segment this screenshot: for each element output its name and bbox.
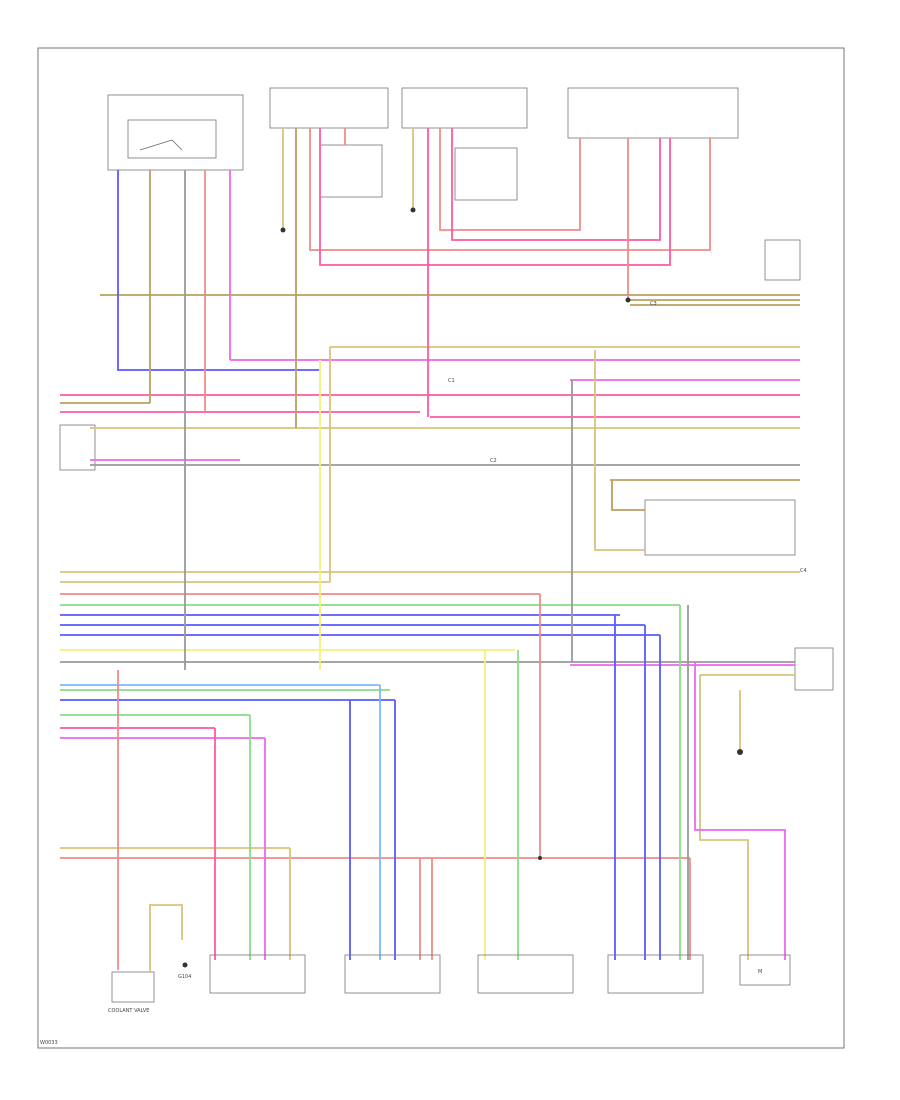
splice-dot-2 [410, 207, 416, 213]
connector-label-c1: C1 [448, 378, 455, 384]
component-box-fuse-block [567, 87, 739, 139]
component-sensor-2 [344, 954, 441, 994]
component-box-module-2 [401, 87, 528, 129]
coolant-valve-label: COOLANT VALVE [108, 1008, 149, 1014]
splice-dot-1 [280, 227, 286, 233]
component-box-top-left [107, 94, 244, 171]
component-box-module-1-sub [319, 144, 383, 198]
splice-dot-5 [538, 856, 542, 860]
component-box-right-mid [644, 499, 796, 556]
component-box-module-2-sub [454, 147, 518, 201]
diagram-border [37, 47, 845, 1049]
ground-label: G104 [178, 974, 191, 980]
splice-dot-3 [625, 297, 631, 303]
component-pump [739, 954, 791, 986]
coolant-valve-feed [149, 904, 183, 972]
vertical-wires [117, 128, 786, 970]
harness-lower-horizontal [60, 684, 690, 859]
switch-symbol [139, 139, 183, 151]
component-box-right-connector [764, 239, 801, 281]
splice-dot-6 [182, 962, 188, 968]
component-box-top-left-inner [127, 119, 217, 159]
connector-label-c3: C3 [650, 301, 657, 307]
splice-dot-4 [737, 749, 743, 755]
component-box-module-1 [269, 87, 389, 129]
bottom-components: COOLANT VALVE G104 M [108, 904, 791, 1014]
pump-label: M [758, 969, 762, 975]
component-sensor-4 [607, 954, 704, 994]
component-coolant-valve [111, 971, 155, 1003]
component-box-right-lower [794, 647, 834, 691]
connector-label-c4: C4 [800, 568, 807, 574]
connector-label-c2: C2 [490, 458, 497, 464]
component-sensor-1 [209, 954, 306, 994]
page-id: W0033 [40, 1040, 58, 1046]
harness-top-horizontal [60, 294, 800, 481]
component-box-left-mid [59, 424, 96, 471]
harness-mid-horizontal [60, 571, 800, 676]
component-sensor-3 [477, 954, 574, 994]
